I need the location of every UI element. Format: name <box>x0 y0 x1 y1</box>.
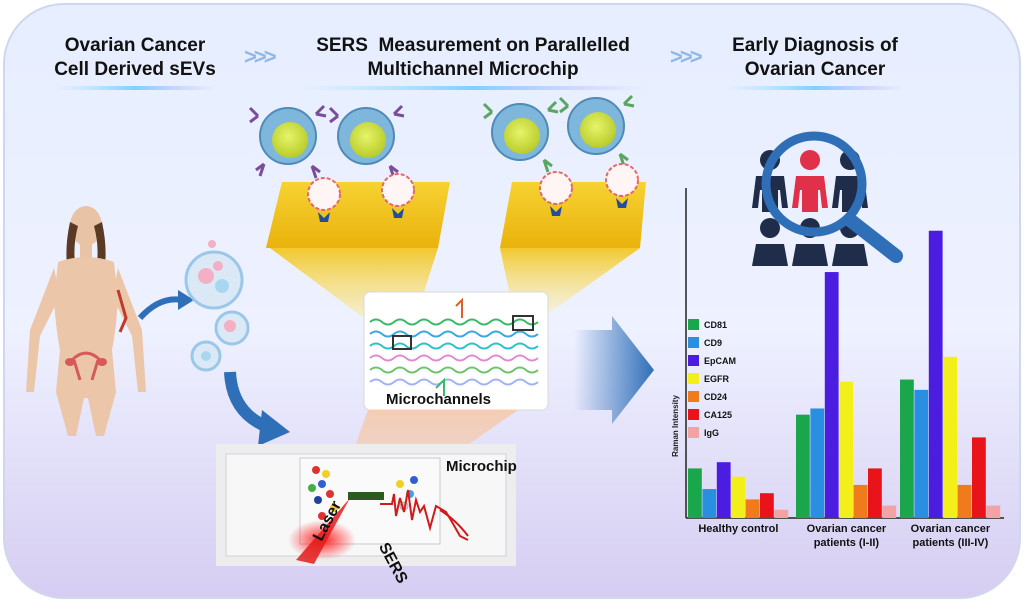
legend-label-cd9: CD9 <box>704 338 722 348</box>
legend-swatch-cd9 <box>688 337 699 348</box>
legend-swatch-cd81 <box>688 319 699 330</box>
legend-swatch-igg <box>688 427 699 438</box>
legend-swatch-cd24 <box>688 391 699 402</box>
category-label-2: Ovarian cancer <box>807 523 887 535</box>
header-step2: SERS Measurement on Parallelled Multicha… <box>298 34 648 82</box>
bar-epcam-3 <box>928 230 943 518</box>
category-label-3: Ovarian cancer <box>911 523 991 535</box>
bar-egfr-2 <box>839 381 853 518</box>
microchannel-chip <box>363 291 549 411</box>
legend-label-cd24: CD24 <box>704 392 727 402</box>
bar-cd9-1 <box>702 489 717 518</box>
header-step2-line2: Multichannel Microchip <box>367 59 579 80</box>
antibody-icon <box>248 94 639 222</box>
bar-cd9-3 <box>914 389 929 518</box>
bar-epcam-2 <box>824 272 839 518</box>
body-icon <box>26 206 146 436</box>
header-step1: Ovarian Cancer Cell Derived sEVs <box>40 34 230 82</box>
bar-cd24-1 <box>745 499 760 518</box>
category-label-2: patients (I-II) <box>814 537 880 549</box>
legend-label-egfr: EGFR <box>704 374 730 384</box>
header-arrow-1: >>> <box>244 44 277 69</box>
bar-cd24-3 <box>957 484 972 518</box>
category-label-3: patients (III-IV) <box>913 537 989 549</box>
legend-label-igg: IgG <box>704 428 719 438</box>
legend-label-cd81: CD81 <box>704 320 727 330</box>
bar-cd81-2 <box>796 414 810 518</box>
bar-ca125-2 <box>868 468 882 518</box>
magnifier-icon <box>761 131 903 263</box>
bar-cd81-3 <box>900 379 914 518</box>
bar-egfr-3 <box>943 356 957 518</box>
header-step3: Early Diagnosis of Ovarian Cancer <box>720 34 910 82</box>
category-label-1: Healthy control <box>698 523 778 535</box>
chart-ylabel: Raman Intensity <box>671 395 680 457</box>
bar-ca125-1 <box>760 493 774 518</box>
header-step1-line1: Ovarian Cancer <box>64 35 206 56</box>
header-arrow-2: >>> <box>670 44 703 69</box>
bar-cd24-2 <box>853 484 868 518</box>
header-step2-line1: SERS Measurement on Parallelled <box>316 35 630 56</box>
bar-igg-2 <box>882 505 897 518</box>
legend-swatch-ca125 <box>688 409 699 420</box>
microchannels-label: Microchannels <box>386 391 492 408</box>
header-step1-line2: Cell Derived sEVs <box>54 59 216 80</box>
bar-epcam-1 <box>716 462 731 518</box>
legend-label-epcam: EpCAM <box>704 356 736 366</box>
bar-igg-3 <box>986 505 1001 518</box>
ev-icon <box>184 240 250 372</box>
bar-egfr-1 <box>731 476 745 518</box>
bar-cd9-2 <box>810 408 825 518</box>
legend-swatch-egfr <box>688 373 699 384</box>
header-step3-line2: Ovarian Cancer <box>744 59 886 80</box>
bar-ca125-3 <box>972 437 986 518</box>
microchip-label: Microchip <box>446 458 517 475</box>
bar-cd81-1 <box>688 468 702 518</box>
bar-igg-1 <box>774 509 789 518</box>
legend-label-ca125: CA125 <box>704 410 732 420</box>
microchip-photo <box>216 444 516 566</box>
header-step3-line1: Early Diagnosis of <box>732 35 898 56</box>
legend-swatch-epcam <box>688 355 699 366</box>
